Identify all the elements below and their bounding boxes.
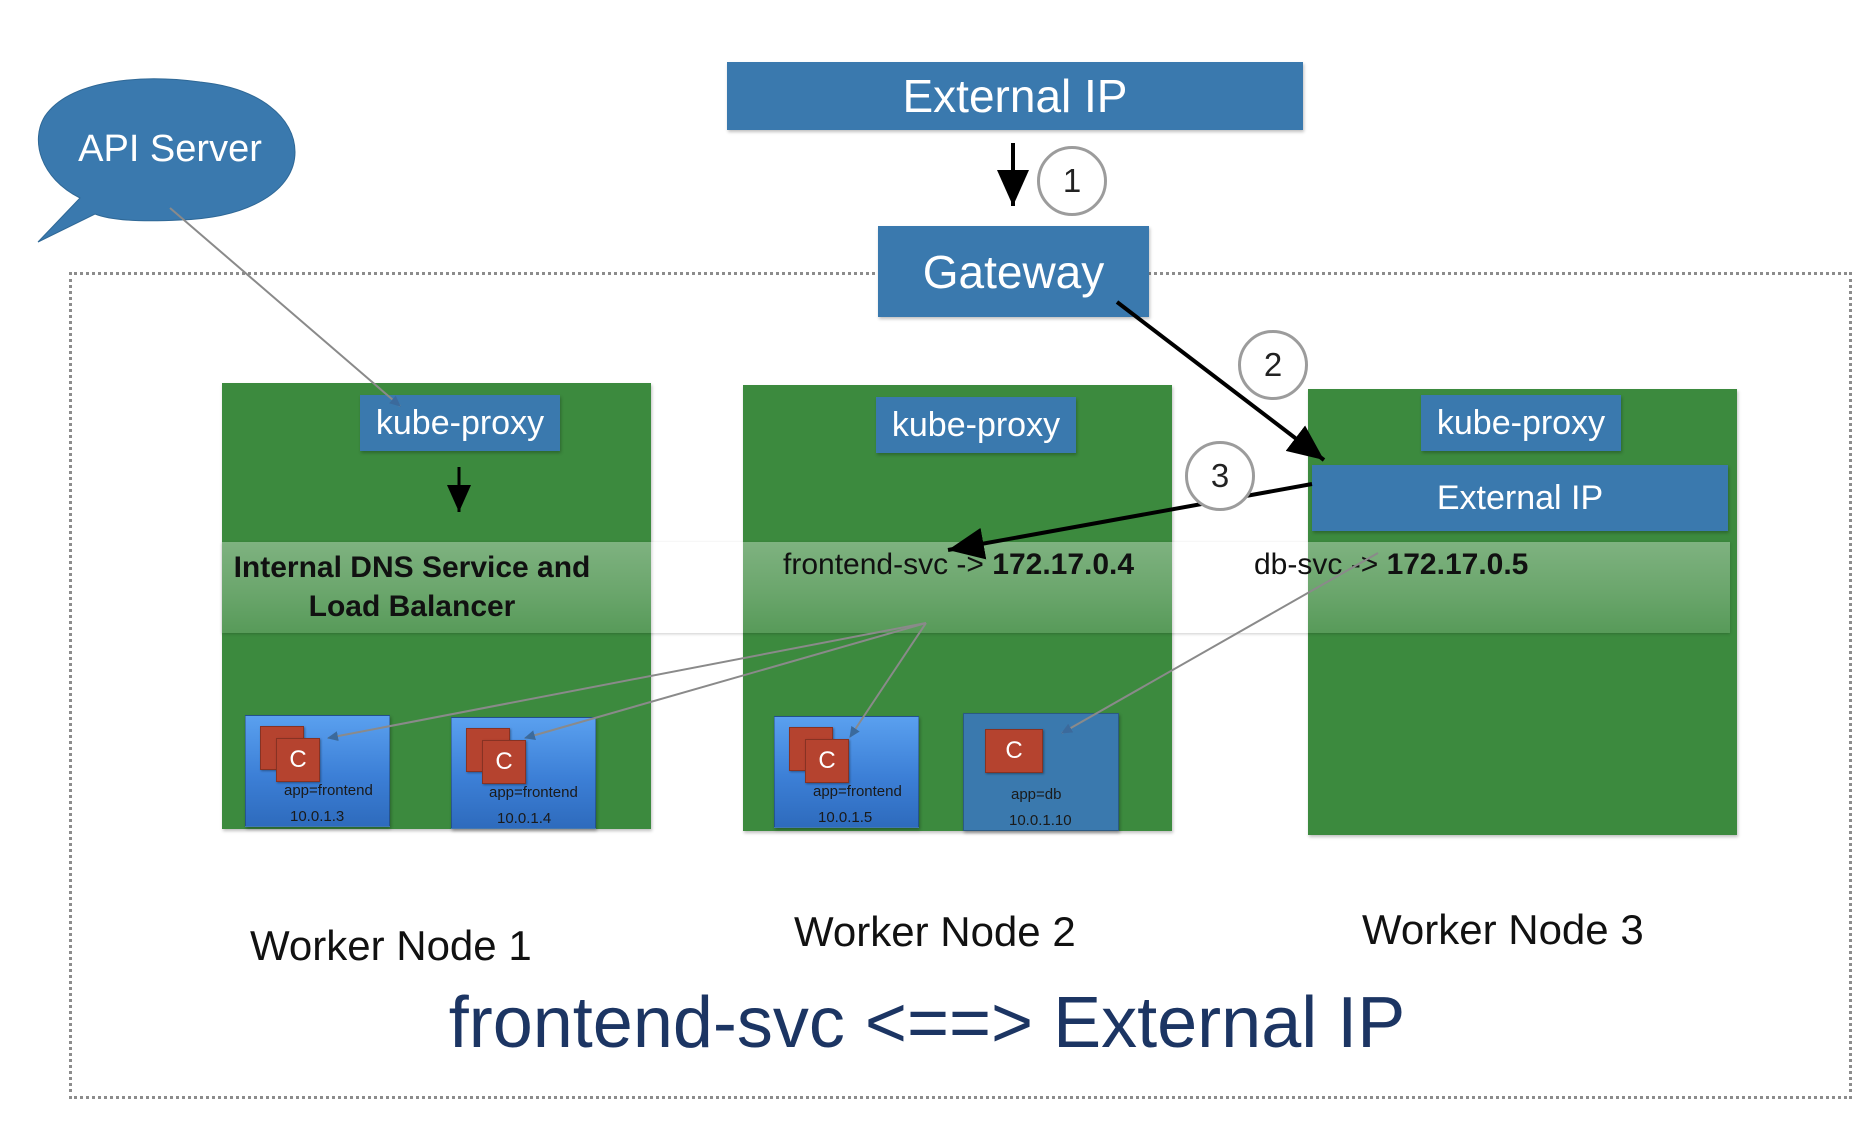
kube-proxy-label: kube-proxy: [375, 403, 545, 442]
pod-ip-label: 10.0.1.5: [818, 809, 873, 826]
worker-node-3-label: Worker Node 3: [1362, 906, 1644, 953]
pod-app-label: app=frontend: [284, 782, 373, 799]
api-server-bubble: [37, 78, 296, 243]
pod-app-label: app=frontend: [489, 784, 578, 801]
pod-db: C app=db 10.0.1.10: [963, 713, 1119, 831]
container-letter: C: [289, 746, 307, 773]
gateway-box: Gateway: [878, 226, 1149, 317]
node-3-external-ip: External IP: [1312, 465, 1728, 531]
node-3-to-frontend-svc-arrow: [947, 482, 1313, 560]
external-ip-box: External IP: [727, 62, 1303, 130]
kube-proxy-node-3: kube-proxy: [1421, 395, 1621, 451]
dns-service-label: Internal DNS Service and Load Balancer: [233, 551, 591, 623]
db-svc-mapping: db-svc -> 172.17.0.5: [1254, 548, 1528, 582]
pod-frontend-3: C app=frontend 10.0.1.5: [774, 716, 919, 828]
external-ip-label: External IP: [902, 70, 1128, 122]
diagram-caption: frontend-svc <==> External IP: [448, 983, 1406, 1063]
svc-arrow: ->: [1350, 548, 1379, 581]
step-number: 2: [1263, 346, 1283, 383]
lb-to-pod-1-arrow: [327, 622, 927, 742]
api-server-label: API Server: [78, 128, 262, 170]
kube-proxy-node-2: kube-proxy: [876, 397, 1076, 453]
container-icon: C: [276, 738, 320, 782]
container-icon: C: [482, 740, 526, 784]
container-icon: C: [985, 729, 1043, 773]
container-letter: C: [1005, 737, 1023, 764]
worker-node-2-label: Worker Node 2: [794, 908, 1076, 955]
pod-app-label: app=frontend: [813, 783, 902, 800]
worker-node-1-label: Worker Node 1: [250, 922, 532, 969]
kube-proxy-label: kube-proxy: [891, 405, 1061, 444]
svc-name: db-svc: [1254, 548, 1343, 581]
container-letter: C: [495, 748, 513, 775]
step-2-circle: 2: [1238, 330, 1308, 400]
api-to-kube-proxy-arrow: [169, 207, 401, 407]
svc-ip: 172.17.0.5: [1386, 548, 1529, 581]
db-svc-to-db-pod-arrow: [1061, 552, 1379, 734]
gateway-label: Gateway: [922, 245, 1105, 298]
pod-app-label: app=db: [1011, 786, 1062, 803]
kube-proxy-label: kube-proxy: [1436, 403, 1606, 442]
node-3-external-ip-label: External IP: [1436, 478, 1604, 517]
pod-ip-label: 10.0.1.10: [1009, 812, 1072, 829]
step-number: 3: [1210, 457, 1230, 494]
step-number: 1: [1062, 162, 1082, 199]
svc-ip: 172.17.0.4: [992, 548, 1135, 581]
frontend-svc-mapping: frontend-svc -> 172.17.0.4: [783, 548, 1134, 582]
step-1-circle: 1: [1037, 146, 1107, 216]
pod-frontend-1: C app=frontend 10.0.1.3: [245, 715, 390, 827]
step-3-circle: 3: [1185, 441, 1255, 511]
container-letter: C: [818, 747, 836, 774]
svc-name: frontend-svc: [783, 548, 949, 581]
pod-ip-label: 10.0.1.4: [497, 810, 552, 827]
gateway-to-node-3-arrow: [1115, 300, 1326, 462]
worker-node-3: [1308, 389, 1737, 835]
lb-to-pod-2-arrow: [524, 622, 927, 741]
kube-proxy-node-1: kube-proxy: [360, 395, 560, 451]
container-icon: C: [805, 739, 849, 783]
pod-ip-label: 10.0.1.3: [290, 808, 345, 825]
lb-to-pod-3-arrow: [849, 622, 927, 738]
pod-frontend-2: C app=frontend 10.0.1.4: [451, 717, 596, 829]
